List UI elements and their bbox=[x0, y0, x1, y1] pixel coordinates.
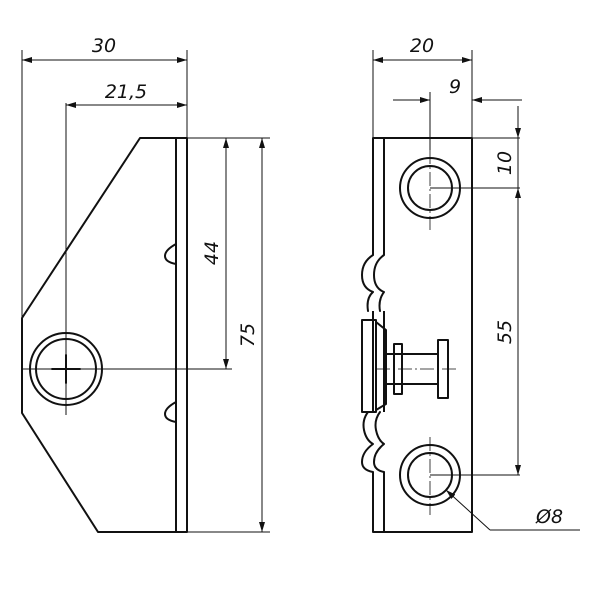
right-bend-top-inner bbox=[373, 254, 385, 312]
right-plate-outline bbox=[372, 137, 473, 533]
right-bend-bottom-inner bbox=[373, 411, 385, 473]
right-dim-10-text: 10 bbox=[494, 151, 516, 175]
right-dim-55-text: 55 bbox=[494, 320, 516, 344]
right-bend-bottom bbox=[361, 411, 374, 473]
right-view: 20 9 10 55 Ø8 bbox=[360, 35, 580, 533]
right-latch-bracket-inner bbox=[375, 321, 387, 411]
left-dim-21-5-text: 21,5 bbox=[105, 81, 147, 103]
right-dim-d8-text: Ø8 bbox=[535, 506, 563, 528]
left-body-outline bbox=[21, 137, 188, 533]
right-bend-top bbox=[361, 254, 374, 312]
left-view: 30 21,5 44 75 bbox=[21, 35, 270, 533]
left-notch-top bbox=[164, 243, 177, 265]
right-dim-d8-leader bbox=[445, 489, 491, 531]
right-dim-9-text: 9 bbox=[449, 76, 461, 98]
left-dim-30-text: 30 bbox=[92, 35, 116, 57]
left-dim-75-text: 75 bbox=[237, 323, 259, 347]
right-dim-20-text: 20 bbox=[410, 35, 434, 57]
left-dim-44-text: 44 bbox=[201, 241, 223, 265]
left-notch-bottom bbox=[164, 401, 177, 423]
right-pin-head bbox=[437, 339, 449, 399]
right-latch-bracket bbox=[361, 319, 377, 413]
right-pin-flange bbox=[393, 343, 403, 395]
